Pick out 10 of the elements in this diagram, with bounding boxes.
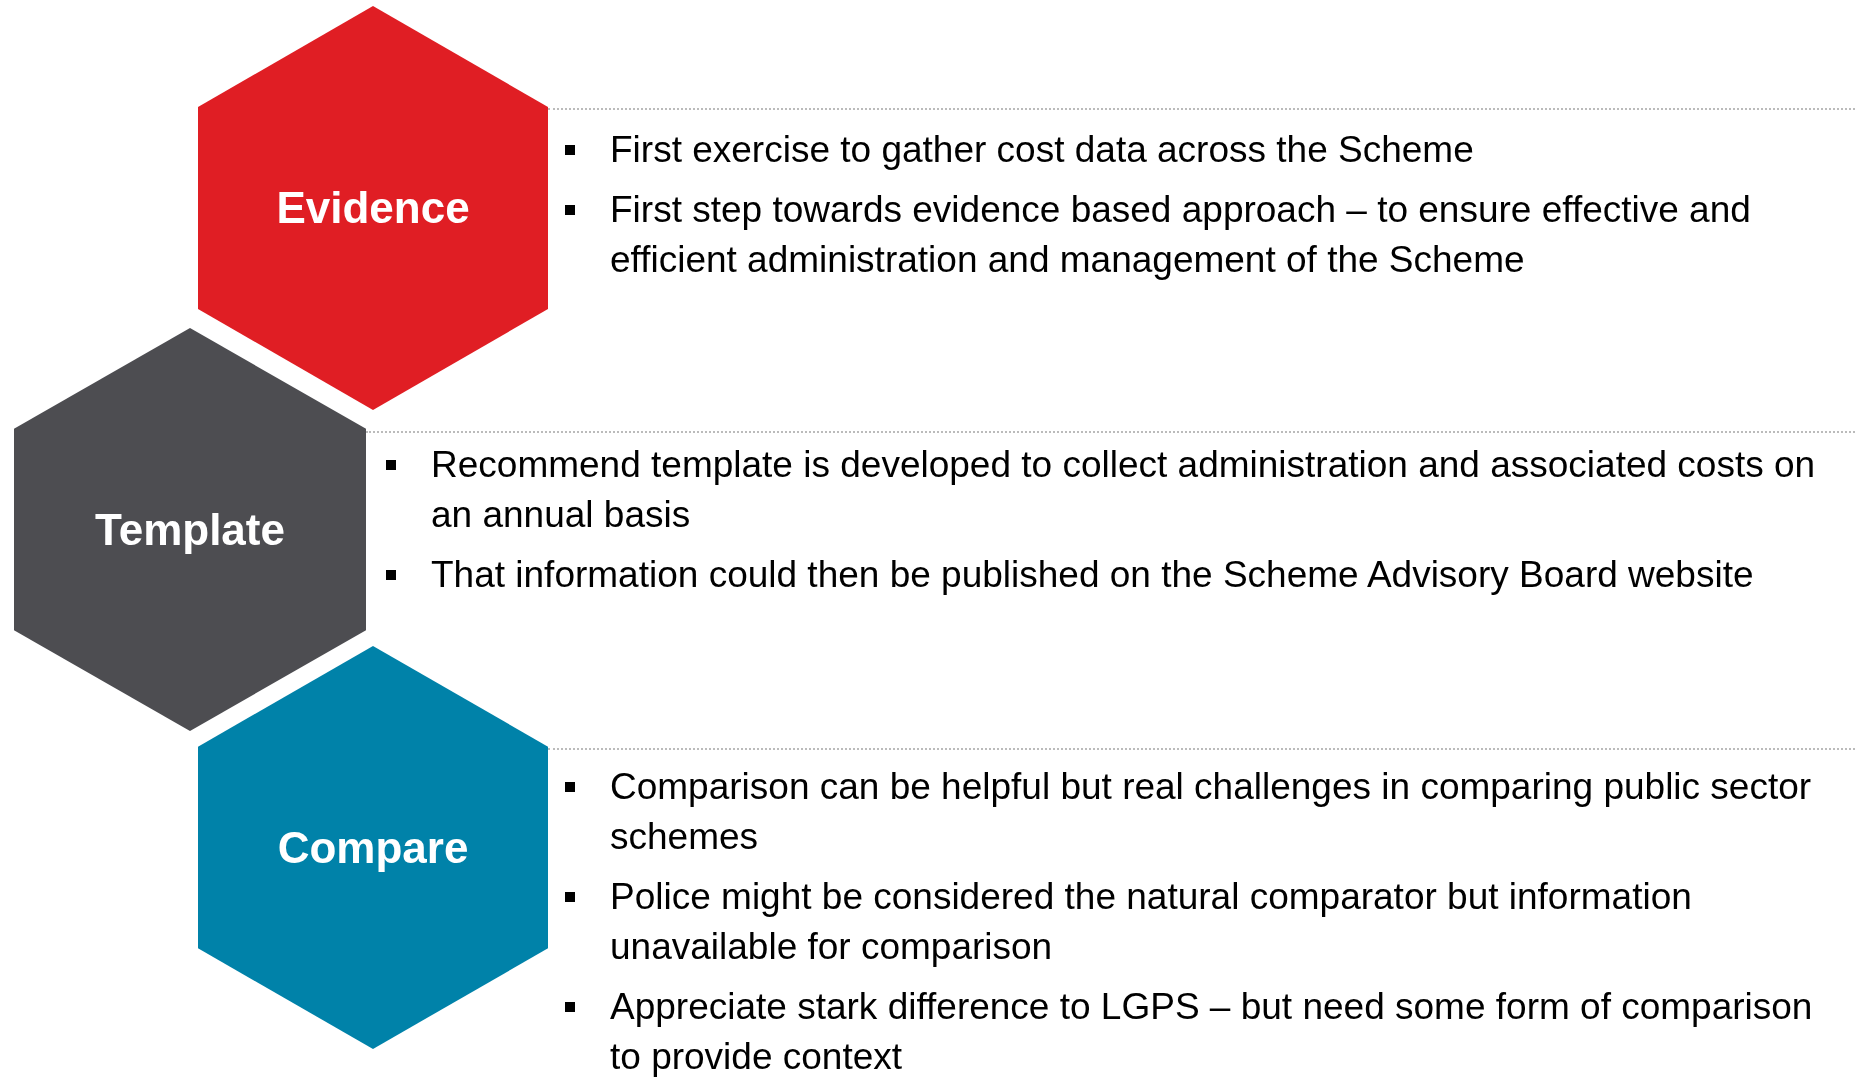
hexagon-label: Compare bbox=[277, 822, 469, 873]
hexagon-label: Evidence bbox=[276, 183, 470, 233]
bullet-text: Police might be considered the natural comparator but information unavailable for comparison bbox=[565, 872, 1847, 972]
bullet-text: That information could then be published on the Scheme Advisory Board website bbox=[386, 550, 1847, 600]
bullet-text: Appreciate stark difference to LGPS – but need some form of comparison to provide context bbox=[565, 982, 1847, 1082]
bullet-text: First exercise to gather cost data across the Scheme bbox=[565, 125, 1847, 175]
bullet-text: First step towards evidence based approach – to ensure effective and efficient administration and management of the Scheme bbox=[565, 185, 1847, 285]
bullet-text: Recommend template is developed to collect administration and associated costs on an annual basis bbox=[386, 440, 1847, 540]
bullet-text: Comparison can be helpful but real challenges in comparing public sector schemes bbox=[565, 762, 1847, 862]
hexagon-label: Template bbox=[95, 504, 285, 555]
